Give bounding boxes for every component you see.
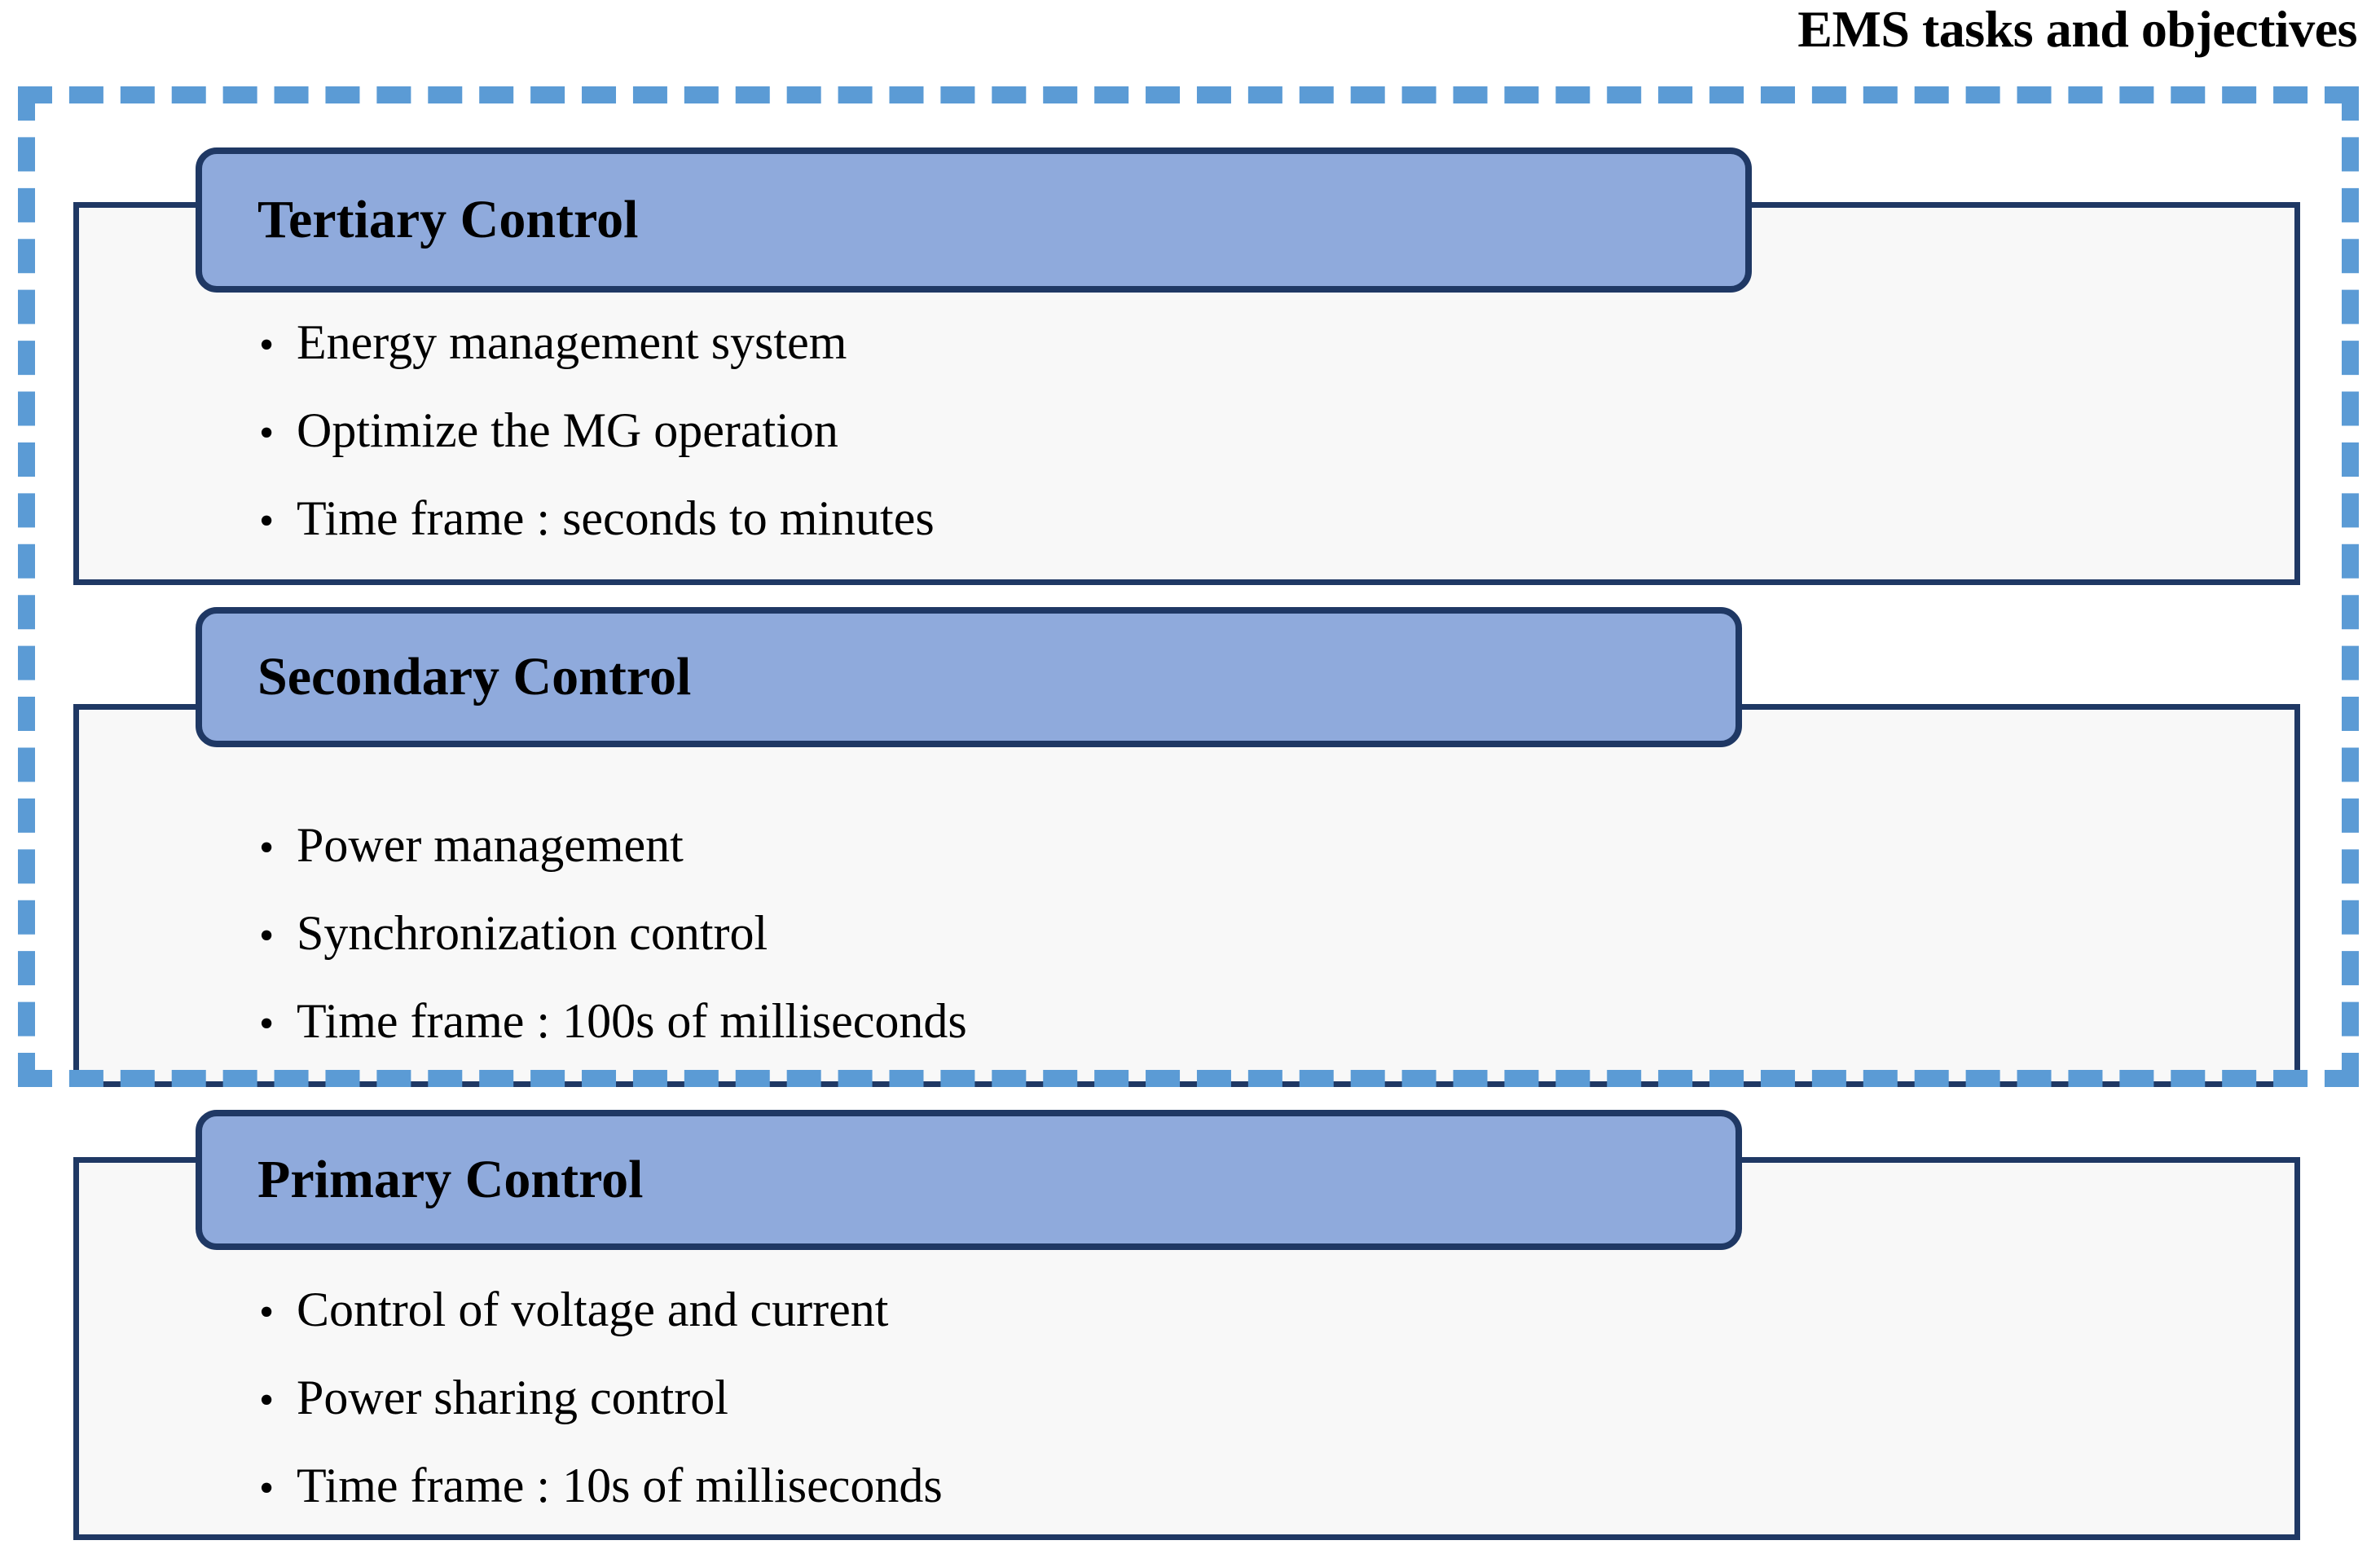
header-label: Secondary Control xyxy=(257,647,692,706)
header-secondary-control: Secondary Control xyxy=(196,607,1742,747)
list-item-label: Control of voltage and current xyxy=(297,1283,889,1336)
bullet-icon: • xyxy=(259,825,275,871)
list-item: • Synchronization control xyxy=(259,891,967,979)
bullet-icon: • xyxy=(259,1465,275,1512)
bullet-icon: • xyxy=(259,410,275,456)
bullet-icon: • xyxy=(259,1001,275,1047)
bullet-icon: • xyxy=(259,1377,275,1424)
bullet-icon: • xyxy=(259,498,275,544)
list-item-label: Optimize the MG operation xyxy=(297,403,838,457)
list-item-label: Power sharing control xyxy=(297,1371,728,1424)
list-item-label: Time frame : 100s of milliseconds xyxy=(297,994,967,1048)
list-item: • Energy management system xyxy=(259,300,935,388)
bullet-list-tertiary: • Energy management system • Optimize the … xyxy=(259,300,935,564)
page-title: EMS tasks and objectives xyxy=(1797,0,2357,58)
panel-secondary-control xyxy=(73,704,2300,1087)
list-item: • Time frame : seconds to minutes xyxy=(259,476,935,564)
list-item-label: Power management xyxy=(297,818,684,872)
list-item: • Optimize the MG operation xyxy=(259,388,935,476)
header-label: Tertiary Control xyxy=(257,190,639,249)
list-item-label: Energy management system xyxy=(297,315,847,369)
list-item-label: Time frame : 10s of milliseconds xyxy=(297,1459,943,1512)
header-primary-control: Primary Control xyxy=(196,1110,1742,1250)
bullet-list-primary: • Control of voltage and current • Power s… xyxy=(259,1267,943,1531)
list-item-label: Time frame : seconds to minutes xyxy=(297,491,935,545)
list-item: • Time frame : 10s of milliseconds xyxy=(259,1443,943,1531)
list-item: • Power management xyxy=(259,803,967,891)
bullet-icon: • xyxy=(259,322,275,368)
list-item: • Power sharing control xyxy=(259,1355,943,1443)
list-item: • Control of voltage and current xyxy=(259,1267,943,1355)
list-item: • Time frame : 100s of milliseconds xyxy=(259,979,967,1067)
header-label: Primary Control xyxy=(257,1150,644,1209)
header-tertiary-control: Tertiary Control xyxy=(196,147,1752,293)
bullet-icon: • xyxy=(259,913,275,959)
bullet-list-secondary: • Power management • Synchronization contr… xyxy=(259,803,967,1067)
list-item-label: Synchronization control xyxy=(297,906,768,960)
bullet-icon: • xyxy=(259,1289,275,1336)
